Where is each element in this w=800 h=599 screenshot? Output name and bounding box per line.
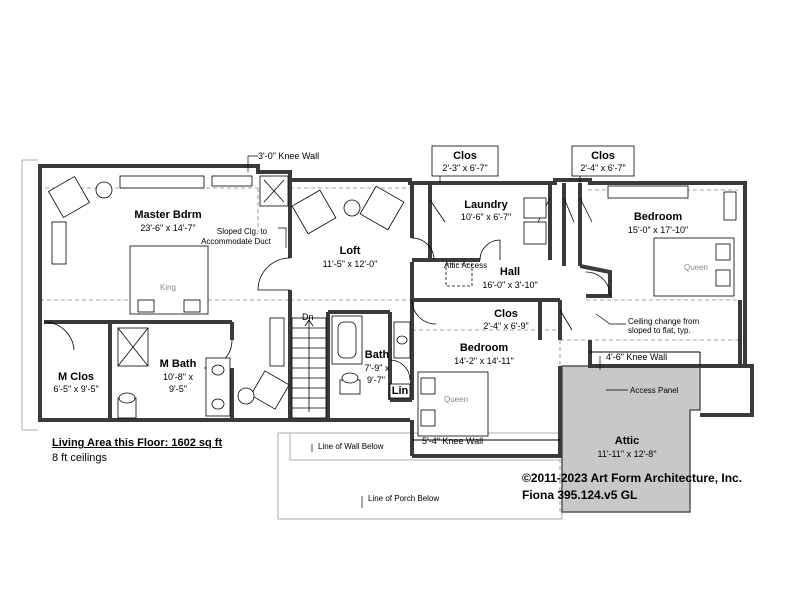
room-label-bedroom-2: Bedroom <box>460 342 509 354</box>
living-area-label: Living Area this Floor: 1602 sq ft <box>52 437 223 449</box>
room-dims-clos-3: 2'-4" x 6'-9" <box>483 321 528 331</box>
walls <box>38 164 747 458</box>
room-dims-clos-2: 2'-4" x 6'-7" <box>580 163 625 173</box>
plan-name-label: Fiona 395.124.v5 GL <box>522 488 638 502</box>
room-dims-bedroom-1: 15'-0" x 17'-10" <box>628 225 688 235</box>
bed-label-queen-1: Queen <box>684 263 708 272</box>
note-sloped-clg-2: Accommodate Duct <box>201 237 272 246</box>
room-dims-m-clos: 6'-5" x 9'-5" <box>53 384 98 394</box>
room-dims-clos-1: 2'-3" x 6'-7" <box>442 163 487 173</box>
room-label-bath: Bath <box>365 349 390 361</box>
room-label-m-bath: M Bath <box>160 358 197 370</box>
room-label-attic: Attic <box>615 435 639 447</box>
room-dims-m-bath: 10'-8" x <box>163 372 193 382</box>
room-label-hall: Hall <box>500 266 520 278</box>
clos-label-boxes <box>431 145 635 177</box>
note-attic-access: Attic Access <box>444 261 487 270</box>
room-label-master-bdrm: Master Bdrm <box>134 209 201 221</box>
room-dims-loft: 11'-5" x 12'-0" <box>323 259 378 269</box>
room-label-laundry: Laundry <box>464 199 508 211</box>
fixtures <box>47 175 737 437</box>
ceiling-height-label: 8 ft ceilings <box>52 452 108 464</box>
note-ceiling-change-2: sloped to flat, typ. <box>628 326 691 335</box>
room-label-clos-1: Clos <box>453 150 477 162</box>
room-dims2-m-bath: 9'-5" <box>169 384 187 394</box>
note-sloped-clg-1: Sloped Clg. to <box>217 227 268 236</box>
room-label-loft: Loft <box>340 245 361 257</box>
doors <box>43 197 611 381</box>
note-knee-wall-bottom: 5'-4" Knee Wall <box>422 436 483 446</box>
stairs <box>291 317 327 419</box>
room-dims-hall: 16'-0" x 3'-10" <box>482 280 537 290</box>
room-label-clos-3: Clos <box>494 308 518 320</box>
attic-access-hatch <box>445 263 473 287</box>
room-dims-master-bdrm: 23'-6" x 14'-7" <box>140 223 195 233</box>
leaders <box>247 155 628 508</box>
note-wall-below: Line of Wall Below <box>318 442 384 451</box>
room-dims-attic: 11'-11" x 12'-8" <box>597 449 656 459</box>
room-dims-bath: 7'-9" x <box>365 363 390 373</box>
bed-label-queen-2: Queen <box>444 395 468 404</box>
note-stair-dn: Dn <box>302 312 314 322</box>
room-label-lin: Lin <box>392 385 409 397</box>
room-label-clos-2: Clos <box>591 150 615 162</box>
note-porch-below: Line of Porch Below <box>368 494 439 503</box>
note-knee-wall-mid: 4'-6" Knee Wall <box>606 352 667 362</box>
room-label-m-clos: M Clos <box>58 371 94 383</box>
room-dims-bedroom-2: 14'-2" x 14'-11" <box>454 356 514 366</box>
note-access-panel: Access Panel <box>630 386 679 395</box>
room-dims-laundry: 10'-6" x 6'-7" <box>461 212 511 222</box>
room-dims2-bath: 9'-7" <box>367 375 385 385</box>
knee-walls <box>412 351 701 441</box>
bed-label-king: King <box>160 283 176 292</box>
room-label-bedroom-1: Bedroom <box>634 211 683 223</box>
note-knee-wall-top: 3'-0" Knee Wall <box>258 151 319 161</box>
copyright-label: ©2011-2023 Art Form Architecture, Inc. <box>522 471 743 485</box>
note-ceiling-change-1: Ceiling change from <box>628 317 699 326</box>
